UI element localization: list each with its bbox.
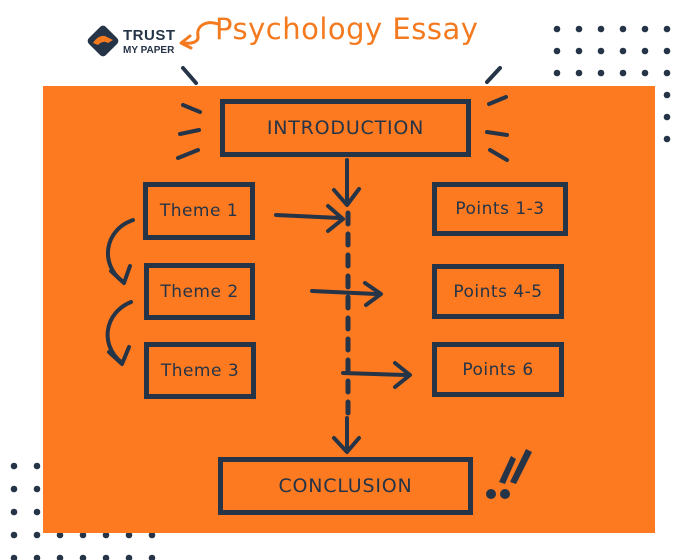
theme-1-box: Theme 1 [143, 182, 255, 240]
brand-line-2: MY PAPER [123, 45, 175, 56]
points-4-5-box: Points 4-5 [432, 264, 564, 319]
brand-line-1: TRUST [123, 27, 176, 44]
points-6-box: Points 6 [432, 342, 564, 397]
introduction-box: INTRODUCTION [220, 99, 471, 157]
logo-mark-icon [87, 25, 119, 57]
theme-3-box: Theme 3 [144, 342, 256, 399]
points-1-3-box: Points 1-3 [432, 182, 568, 236]
double-exclamation-icon [486, 449, 532, 499]
brand-logo: TRUST MY PAPER [123, 28, 176, 56]
conclusion-box: CONCLUSION [218, 457, 473, 515]
page-title: Psychology Essay [215, 12, 479, 46]
theme-2-box: Theme 2 [144, 263, 255, 320]
